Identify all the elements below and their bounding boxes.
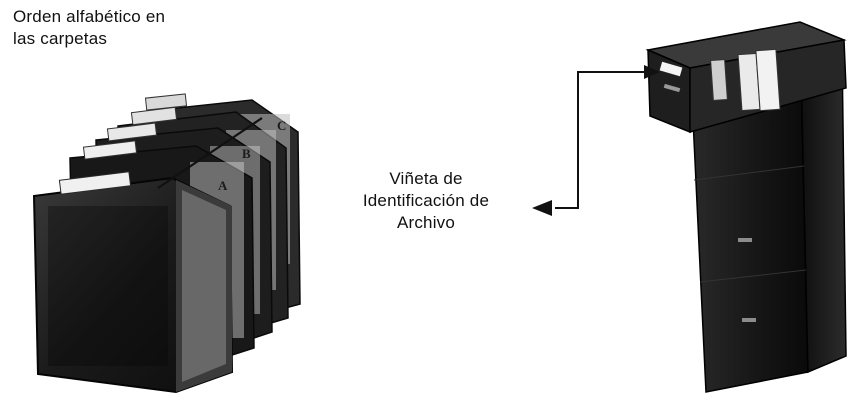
- folders-label-line-2: las carpetas: [13, 29, 108, 48]
- file-id-label: Viñeta de Identificación de Archivo: [318, 168, 534, 234]
- file-id-label-line-3: Archivo: [396, 213, 456, 232]
- file-id-label-line-2: Identificación de: [362, 191, 490, 210]
- filing-cabinet: [645, 21, 847, 393]
- folder-stack: C B A: [32, 93, 301, 394]
- cabinet-open-drawer: [645, 21, 847, 134]
- folder-tab-c: C: [277, 118, 286, 133]
- folder-front: [32, 171, 234, 394]
- label-connector-arrow: [532, 65, 660, 216]
- drawer-label-tag: [658, 60, 684, 78]
- folders-label-line-1: Orden alfabético en: [13, 7, 166, 26]
- folder-tab-a: A: [218, 178, 228, 193]
- folder-tab-letters: C B A: [218, 118, 286, 193]
- alphabet-pointer-line: [157, 117, 263, 189]
- folders-alphabetical-label: Orden alfabético en las carpetas: [13, 6, 243, 50]
- file-id-label-line-1: Viñeta de: [389, 169, 463, 188]
- folder-tab-b: B: [242, 146, 251, 161]
- drawer-handle-middle: [738, 238, 752, 242]
- drawer-handle-bottom: [742, 318, 756, 322]
